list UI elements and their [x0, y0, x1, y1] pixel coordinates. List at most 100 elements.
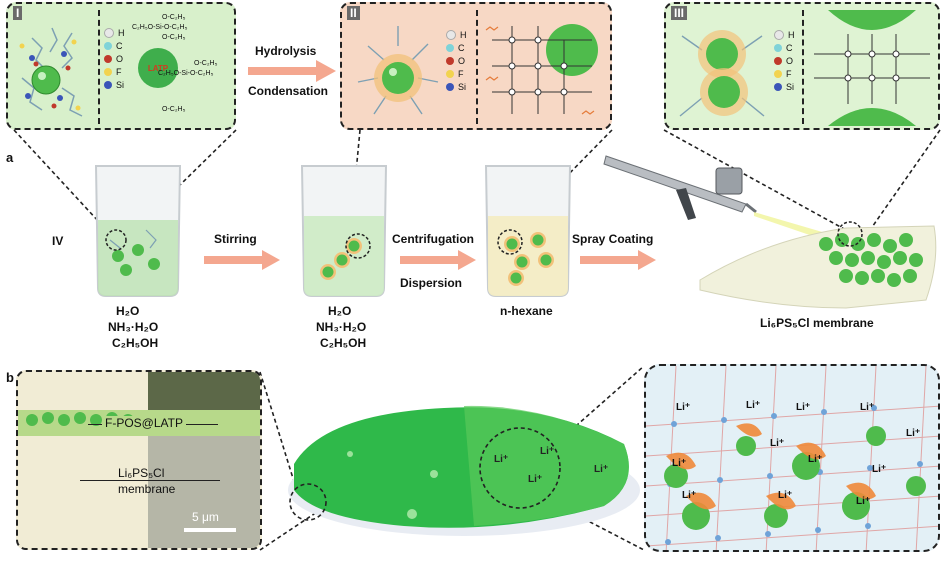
- panel-ii-label: II: [347, 6, 360, 20]
- hydrogen-dot: [104, 27, 114, 38]
- fluorine-dot: [446, 69, 454, 78]
- beaker-2-ethanol: C₂H₅OH: [320, 336, 367, 350]
- legend-si: Si: [458, 81, 467, 92]
- panel-iii-label: III: [671, 6, 688, 20]
- beaker-2-water: H₂O: [328, 304, 352, 318]
- lattice-network: [646, 366, 938, 550]
- beaker-1-water: H₂O: [116, 304, 140, 318]
- beaker-1-ethanol: C₂H₅OH: [112, 336, 159, 350]
- silicon-dot: [446, 82, 454, 91]
- stirring-label: Stirring: [214, 232, 257, 246]
- panel-i: I H C O F Si LATP O-C₂H₅ C₂H₅O-Si-O-C₂H₅…: [6, 2, 236, 130]
- panel-li-ion-1: Li⁺: [676, 402, 691, 413]
- centrifugation-label: Centrifugation: [392, 232, 474, 246]
- legend-i: H C O F Si: [104, 26, 125, 91]
- divider-line: [802, 10, 804, 124]
- sem-membrane-line2: membrane: [118, 482, 176, 496]
- oxygen-dot: [104, 54, 112, 63]
- hydrophobic-disk: [288, 405, 640, 536]
- panel-li-ion-3: Li⁺: [796, 402, 811, 413]
- siloxane-network-iii: [814, 10, 930, 126]
- legend-f: F: [458, 68, 464, 79]
- scale-bar-label: 5 μm: [192, 510, 219, 524]
- panel-li-ion-6: Li⁺: [672, 458, 687, 469]
- spray-coating-label: Spray Coating: [572, 232, 654, 246]
- legend-h: H: [460, 29, 467, 40]
- legend-ii: H C O F Si: [446, 28, 467, 93]
- latp-label: LATP: [147, 63, 169, 73]
- legend-c: C: [458, 42, 465, 53]
- legend-h: H: [788, 29, 795, 40]
- carbon-dot: [104, 41, 112, 50]
- panel-li-ion-2: Li⁺: [746, 400, 761, 411]
- condensation-label: Condensation: [248, 84, 328, 98]
- disk-li-ion-1: Li⁺: [494, 454, 509, 465]
- hydrolysis-label: Hydrolysis: [255, 44, 317, 58]
- formula-6: O-C₂H₅: [162, 106, 186, 113]
- formula-3: O-C₂H₅: [162, 34, 186, 41]
- legend-f: F: [786, 68, 792, 79]
- panel-ii: II H C O F Si: [340, 2, 612, 130]
- molecule-cluster-i: [19, 27, 83, 117]
- fluorine-dot: [104, 67, 112, 76]
- beaker-3: [484, 165, 572, 297]
- hydrogen-dot: [446, 29, 456, 40]
- panel-li-ion-9: Li⁺: [872, 464, 887, 475]
- legend-o: O: [786, 55, 794, 66]
- legend-si: Si: [786, 81, 795, 92]
- legend-h: H: [118, 27, 125, 38]
- latp-core: LATP: [138, 48, 178, 88]
- legend-o: O: [116, 53, 124, 64]
- beaker-1-ammonia: NH₃·H₂O: [108, 320, 159, 334]
- dispersion-label: Dispersion: [400, 276, 463, 290]
- divider-line: [476, 10, 478, 124]
- carbon-dot: [446, 43, 454, 52]
- particle-pair-iii: [679, 30, 765, 117]
- li-transport-panel: Li⁺ Li⁺ Li⁺ Li⁺ Li⁺ Li⁺ Li⁺ Li⁺ Li⁺ Li⁺ …: [644, 364, 940, 552]
- panel-li-ion-8: Li⁺: [808, 454, 823, 465]
- beaker-1: [94, 165, 182, 297]
- fluorine-dot: [774, 69, 782, 78]
- formula-4: O-C₂H₅: [194, 60, 218, 67]
- spray-coating-arrow: [580, 250, 656, 270]
- legend-o: O: [458, 55, 466, 66]
- hydrogen-dot: [774, 29, 784, 40]
- disk-li-ion-3: Li⁺: [528, 474, 543, 485]
- hydrolysis-arrow: [248, 60, 336, 82]
- centrifugation-arrow: [400, 250, 476, 270]
- panel-li-ion-7: Li⁺: [770, 438, 785, 449]
- silicon-dot: [774, 82, 782, 91]
- formula-5: C₂H₅O-Si-O-C₂H₅: [158, 70, 214, 77]
- beaker-2-ammonia: NH₃·H₂O: [316, 320, 367, 334]
- scale-bar: [184, 528, 236, 532]
- legend-si: Si: [116, 79, 125, 90]
- legend-c: C: [786, 42, 793, 53]
- beaker-3-hexane: n-hexane: [500, 304, 553, 318]
- legend-c: C: [116, 40, 123, 51]
- formula-2: C₂H₅O-Si-O-C₂H₅: [132, 24, 188, 31]
- panel-li-ion-12: Li⁺: [856, 496, 871, 507]
- sem-image: F-POS@LATP Li₆PS₅Cl membrane 5 μm: [16, 370, 262, 550]
- membrane-label: Li₆PS₅Cl membrane: [760, 316, 874, 330]
- sem-membrane-line1: Li₆PS₅Cl: [118, 466, 165, 480]
- formula-1: O-C₂H₅: [162, 14, 186, 21]
- stirring-arrow: [204, 250, 280, 270]
- silicon-dot: [104, 80, 112, 89]
- coated-particle-ii: [357, 26, 439, 115]
- oxygen-dot: [446, 56, 454, 65]
- beaker-iv-label: IV: [52, 234, 64, 248]
- panel-li-ion-10: Li⁺: [682, 490, 697, 501]
- disk-li-ion-2: Li⁺: [540, 446, 555, 457]
- membrane-label-line: [80, 480, 220, 481]
- legend-f: F: [116, 66, 122, 77]
- coating-label: F-POS@LATP: [102, 416, 186, 430]
- panel-li-ion-5: Li⁺: [906, 428, 921, 439]
- carbon-dot: [774, 43, 782, 52]
- airbrush-and-membrane: [603, 155, 937, 309]
- panel-li-ion-4: Li⁺: [860, 402, 875, 413]
- part-b-label: b: [6, 370, 14, 385]
- panel-iii: III H C O F Si: [664, 2, 940, 130]
- siloxane-network-ii: [485, 24, 598, 115]
- oxygen-dot: [774, 56, 782, 65]
- disk-li-ion-4: Li⁺: [594, 464, 609, 475]
